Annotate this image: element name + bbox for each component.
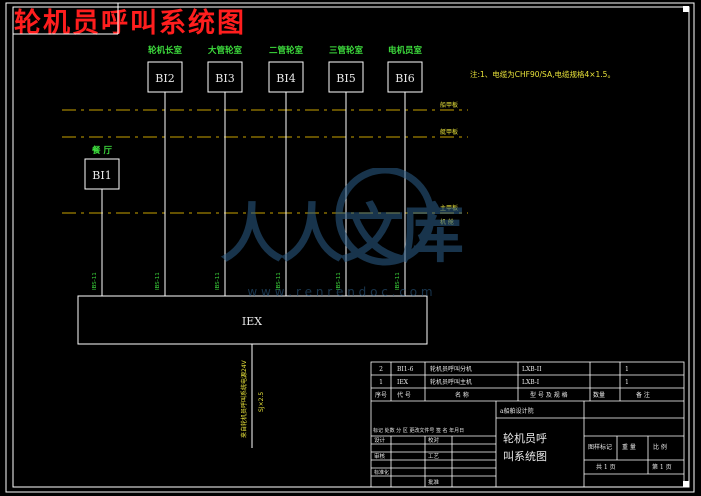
room-label: 电机员室 [388, 45, 423, 56]
room-box-label: BI4 [276, 72, 295, 85]
cable-tag: IBS-11 [276, 272, 282, 290]
title-block-frame [370, 361, 685, 488]
table-header-model: 型 号 及 规 格 [530, 391, 568, 399]
cable-tag: IBS-11 [395, 272, 401, 290]
note-text: 注:1、电缆为CHF90/SA,电缆规格4×1.5。 [470, 69, 615, 79]
table-header-qty: 数量 [593, 391, 605, 399]
table-header-no: 序号 [375, 391, 387, 399]
table-cell-name: 轮机员呼叫分机 [430, 365, 472, 373]
stage-label: 图样标记 [588, 443, 612, 451]
table-cell-code: IEX [397, 379, 409, 386]
room-box-label: BI5 [336, 72, 355, 85]
page-title: 轮机员呼叫系统图 [14, 8, 246, 39]
room-label: 二管轮室 [269, 45, 304, 56]
drawing-title-line-1: 轮机员呼 [503, 431, 547, 445]
sign-row: 审核 [374, 452, 386, 460]
deck-lines [62, 109, 468, 214]
deck-label-1: 船甲板 [440, 101, 458, 109]
corner-mark-tr [683, 6, 689, 12]
deck-label-2: 艇甲板 [440, 128, 458, 136]
sign-row: 设计 [374, 436, 386, 444]
table-cell-model: LXB-I [522, 379, 540, 386]
title-block [370, 361, 685, 488]
cable-tag: IBS-11 [215, 272, 221, 290]
table-header-code: 代 号 [397, 391, 411, 399]
main-unit-label: IEX [242, 315, 262, 328]
cable-tag: IBS-11 [336, 272, 342, 290]
outer-frame [5, 2, 695, 493]
room-3: 二管轮室 BI4 [268, 45, 304, 296]
sign-row: 工艺 [428, 453, 440, 460]
material-label: a船舶设计院 [500, 407, 534, 415]
sign-row: 标准化 [374, 469, 389, 476]
inner-frame [12, 6, 690, 488]
cable-tag: IBS-11 [92, 272, 98, 290]
feed-code: SJ×2.5 [258, 392, 265, 412]
sheet-total: 共 1 页 [596, 463, 616, 471]
room-2: 大管轮室 BI3 [207, 45, 243, 296]
table-cell-qty: 1 [625, 366, 629, 373]
deck-label-4: 机 舱 [440, 218, 454, 226]
table-cell-no: 1 [379, 379, 383, 386]
table-cell-name: 轮机员呼叫主机 [430, 378, 472, 386]
sign-row: 批准 [428, 478, 440, 486]
sheet-number: 第 1 页 [652, 463, 672, 471]
table-cell-code: BI1-6 [397, 366, 414, 373]
room-box-label: BI6 [395, 72, 414, 85]
table-cell-qty: 1 [625, 379, 629, 386]
room-label: 大管轮室 [208, 45, 243, 56]
scale-label: 比 例 [653, 443, 667, 451]
table-header-name: 名 称 [455, 391, 469, 399]
table-header-remark: 备 注 [636, 391, 650, 399]
corner-mark-br [683, 481, 689, 487]
room-label: 三管轮室 [329, 45, 364, 56]
weight-label: 重 量 [622, 443, 636, 451]
room-5: 电机员室 BI6 [387, 45, 423, 296]
room-box-label: BI2 [155, 72, 174, 85]
room-label: 餐 厅 [91, 145, 112, 156]
room-1: 轮机长室 BI2 [147, 45, 183, 296]
deck-label-3: 主甲板 [440, 204, 458, 212]
room-box-label: BI3 [215, 72, 234, 85]
mess-room: 餐 厅 BI1 [84, 145, 120, 296]
room-label: 轮机长室 [148, 45, 183, 56]
room-box-label: BI1 [92, 169, 111, 182]
room-4: 三管轮室 BI5 [328, 45, 364, 296]
feed-text: 来自轮机员呼叫系统电源24V [240, 359, 248, 438]
cable-tag: IBS-11 [155, 272, 161, 290]
sign-row: 校对 [428, 436, 440, 444]
drawing-title-line-2: 叫系统图 [503, 450, 547, 463]
table-cell-model: LXB-II [522, 366, 542, 373]
table-cell-no: 2 [379, 366, 383, 373]
sign-columns: 标记 处数 分 区 更改文件号 签 名 年月日 [373, 427, 464, 434]
